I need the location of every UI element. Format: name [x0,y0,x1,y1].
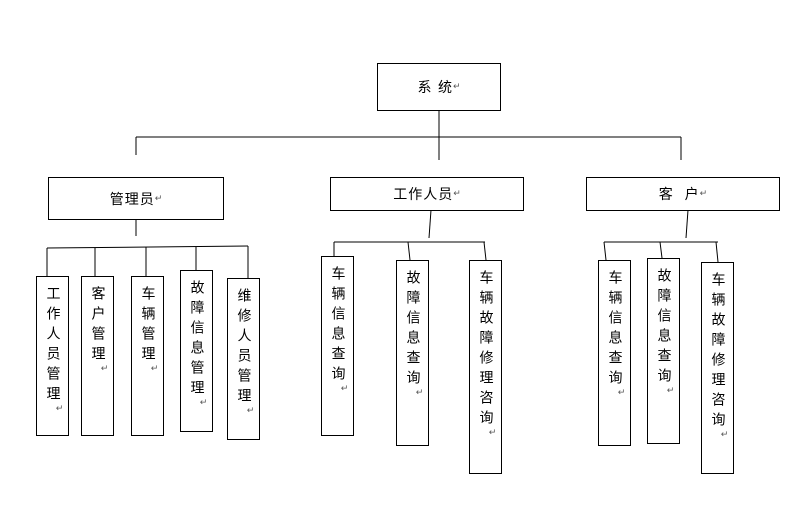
leaf-node-label: 故障信息查询 [655,268,672,388]
leaf-node: 故障信息管理↵ [180,270,213,432]
root-node: 系 统↵ [377,63,501,111]
leaf-node: 车辆管理↵ [131,276,164,436]
leaf-node-label: 客户管理 [89,286,106,366]
leaf-node-label: 车辆信息查询 [329,266,346,386]
paragraph-mark: ↵ [453,189,461,199]
group-node-label: 工作人员 [393,187,454,203]
leaf-node-label: 车辆故障修理咨询 [477,270,494,430]
leaf-node: 车辆故障修理咨询↵ [701,262,734,474]
connector-line [46,245,249,249]
leaf-node-label: 车辆管理 [139,286,156,366]
group-node-label: 管理员 [109,191,155,208]
leaf-node-label: 故障信息查询 [404,270,421,390]
leaf-node: 车辆信息查询↵ [598,260,631,446]
paragraph-mark: ↵ [720,430,729,440]
connector-line [428,209,432,239]
leaf-node-label: 故障信息管理 [188,280,205,400]
leaf-node-label: 工作人员管理 [44,286,61,406]
paragraph-mark: ↵ [154,193,163,204]
connector-line [603,241,607,261]
leaf-node: 维修人员管理↵ [227,278,260,440]
paragraph-mark: ↵ [415,388,424,398]
connector-line [659,241,663,259]
leaf-node: 车辆信息查询↵ [321,256,354,436]
root-node-label: 系 统 [417,80,453,96]
leaf-node-label: 维修人员管理 [235,288,252,408]
paragraph-mark: ↵ [55,404,64,414]
paragraph-mark: ↵ [666,386,675,396]
leaf-node: 故障信息查询↵ [396,260,429,446]
leaf-node-label: 车辆故障修理咨询 [709,272,726,432]
paragraph-mark: ↵ [100,364,109,374]
paragraph-mark: ↵ [488,428,497,438]
connector-line [685,209,689,239]
paragraph-mark: ↵ [246,406,255,416]
leaf-node: 故障信息查询↵ [647,258,680,444]
paragraph-mark: ↵ [617,388,626,398]
connector-line [483,241,487,261]
connector-line [407,241,411,261]
paragraph-mark: ↵ [150,364,159,374]
group-node-admin: 管理员↵ [48,177,224,220]
group-node-label: 客 户 [658,187,700,203]
group-node-customer: 客 户↵ [586,177,780,211]
paragraph-mark: ↵ [199,398,208,408]
paragraph-mark: ↵ [340,384,349,394]
group-node-staff: 工作人员↵ [330,177,524,211]
paragraph-mark: ↵ [452,82,461,92]
leaf-node: 车辆故障修理咨询↵ [469,260,502,474]
leaf-node: 工作人员管理↵ [36,276,69,436]
paragraph-mark: ↵ [699,189,708,199]
leaf-node: 客户管理↵ [81,276,114,436]
leaf-node-label: 车辆信息查询 [606,270,623,390]
connector-line [715,241,719,263]
